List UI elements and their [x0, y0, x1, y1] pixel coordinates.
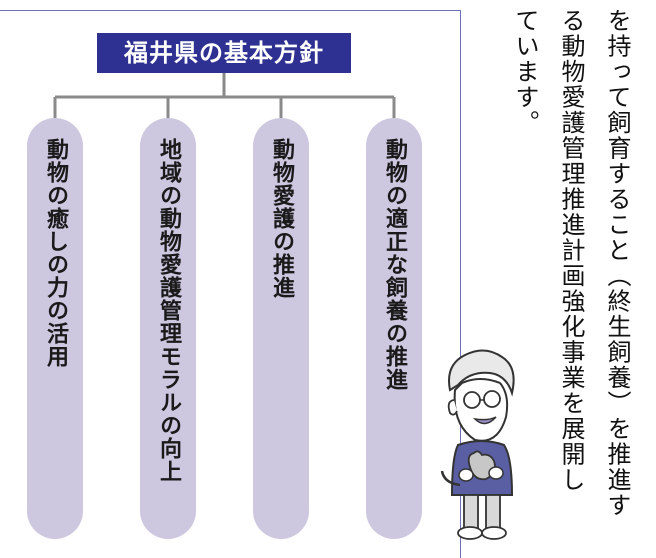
body-line-2: る動物愛護管理推進計画強化事業を展開し [557, 8, 585, 493]
branch-node-3: 動物愛護の推進 [253, 118, 309, 539]
tree-connectors [53, 73, 396, 118]
branch-label-2: 地域の動物愛護管理モラルの向上 [156, 138, 181, 483]
branch-node-4: 動物の適正な飼養の推進 [366, 118, 422, 539]
branch-node-2: 地域の動物愛護管理モラルの向上 [140, 118, 196, 539]
elderly-man-with-cat-icon [440, 349, 515, 540]
body-line-3: ています。 [511, 8, 539, 136]
body-line-1: を持って飼育すること（終生飼養）を推進す [603, 8, 631, 518]
branch-label-3: 動物愛護の推進 [269, 138, 294, 299]
branch-label-1: 動物の癒しの力の活用 [43, 138, 68, 368]
body-text: を持って飼育すること（終生飼養）を推進する動物愛護管理推進計画強化事業を展開して… [495, 8, 640, 548]
diagram-title: 福井県の基本方針 [97, 33, 351, 73]
branch-label-4: 動物の適正な飼養の推進 [382, 138, 407, 391]
branch-node-1: 動物の癒しの力の活用 [27, 118, 83, 539]
